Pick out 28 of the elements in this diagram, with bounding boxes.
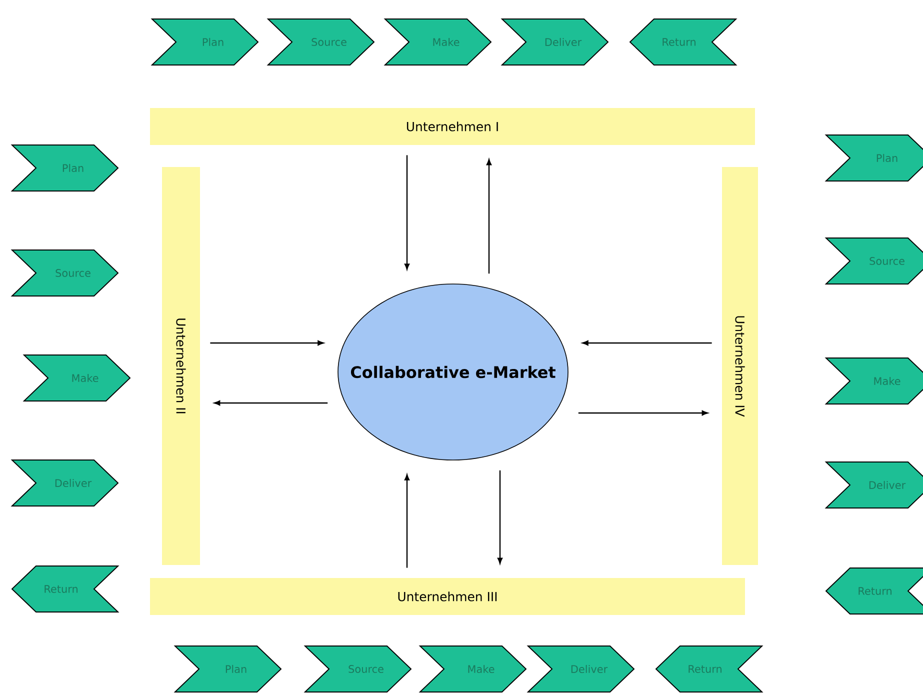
arrow <box>214 400 328 406</box>
process-step: Source <box>10 249 119 296</box>
company-bar: Unternehmen IV <box>722 166 758 565</box>
process-step: Plan <box>824 134 923 182</box>
process-step: Plan <box>150 18 259 66</box>
process-step: Deliver <box>526 645 635 692</box>
arrow <box>486 159 492 274</box>
process-step: Source <box>824 237 923 284</box>
company-bar: Unternehmen III <box>150 578 745 615</box>
arrow <box>582 340 712 346</box>
process-step: Source <box>304 645 412 692</box>
process-step: Deliver <box>500 18 609 66</box>
process-step: Plan <box>10 144 119 192</box>
process-step: Source <box>266 18 375 66</box>
arrow <box>578 410 708 416</box>
company-bar: Unternehmen II <box>162 166 200 565</box>
arrow <box>210 340 324 346</box>
process-step: Make <box>384 18 492 66</box>
arrow <box>497 470 503 564</box>
arrow <box>404 474 410 568</box>
process-step: Make <box>22 354 131 402</box>
process-step: Deliver <box>824 461 923 508</box>
process-step: Plan <box>174 645 282 692</box>
process-step: Make <box>824 357 923 404</box>
process-step: Make <box>418 645 527 692</box>
arrow <box>404 155 410 270</box>
company-bar: Unternehmen I <box>150 108 755 145</box>
process-step: Deliver <box>10 459 119 506</box>
